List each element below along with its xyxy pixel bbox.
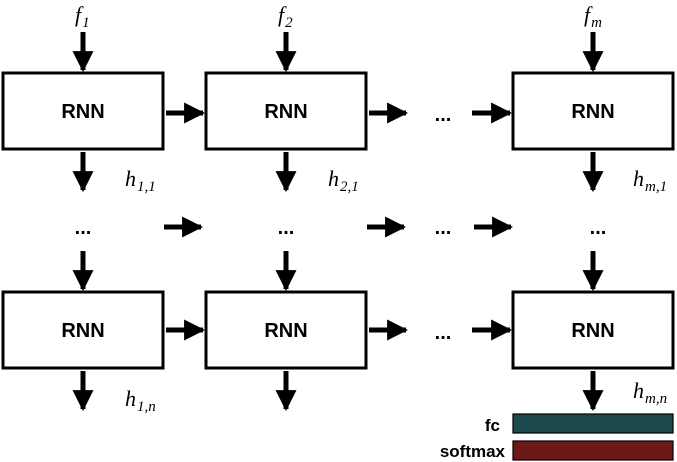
hidden-label-h11: h1,1 [125, 166, 156, 195]
input-label-f1: f1 [75, 2, 90, 31]
rnn-cell-2-n: RNN [204, 290, 368, 370]
rnn-cell-m-1: RNN [511, 71, 675, 151]
ellipsis-middle: ... [278, 217, 295, 239]
fc-layer: fc [485, 413, 674, 435]
ellipsis-top: ... [435, 104, 452, 126]
hidden-label-hmn: hm,n [633, 378, 667, 407]
softmax-label: softmax [440, 442, 506, 461]
softmax-bar [512, 440, 674, 461]
rnn-cell-1-1: RNN [1, 71, 165, 151]
hidden-label-h1n: h1,n [125, 386, 156, 415]
rnn-cell-label: RNN [571, 320, 614, 342]
ellipsis-bottom: ... [435, 322, 452, 344]
hidden-label-h21: h2,1 [328, 166, 359, 195]
ellipsis-middle: ... [435, 217, 452, 239]
input-label-fm: fm [584, 2, 602, 31]
rnn-cell-label: RNN [61, 101, 104, 123]
rnn-cell-label: RNN [264, 101, 307, 123]
rnn-cell-2-1: RNN [204, 71, 368, 151]
rnn-cell-label: RNN [264, 320, 307, 342]
input-label-f2: f2 [278, 2, 293, 31]
ellipsis-middle: ... [590, 217, 607, 239]
rnn-cell-label: RNN [571, 101, 614, 123]
fc-label: fc [485, 416, 500, 435]
rnn-cell-1-n: RNN [1, 290, 165, 370]
ellipsis-middle: ... [75, 217, 92, 239]
rnn-cell-m-n: RNN [511, 290, 675, 370]
hidden-label-hm1: hm,1 [633, 166, 667, 195]
rnn-cell-label: RNN [61, 320, 104, 342]
fc-bar [512, 413, 674, 434]
softmax-layer: softmax [440, 440, 674, 461]
